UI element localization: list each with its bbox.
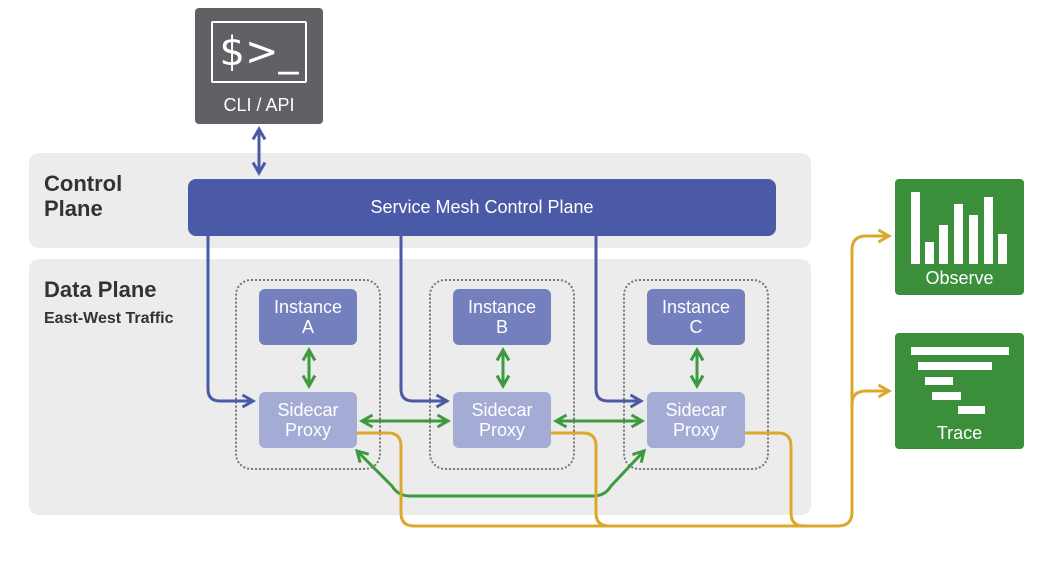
cli-api-label: CLI / API [223,95,295,115]
control-plane-title: Control Plane [44,171,123,221]
trace-label: Trace [936,423,983,443]
telemetry-to-trace [850,383,893,406]
telemetry-to-observe [850,228,893,512]
terminal-icon: $>_ [211,21,307,83]
trace-waterfall-icon [911,347,1009,414]
observe-label: Observe [925,268,994,288]
data-plane-title: Data Plane [44,277,157,302]
trace-tool: Trace [895,333,1024,449]
cli-api-box: $>_ CLI / API [195,8,323,124]
service-mesh-control-plane: Service Mesh Control Plane [188,179,776,236]
data-plane-subtitle: East-West Traffic [44,310,174,327]
bar-chart-icon [911,192,1007,264]
observe-tool: Observe [895,179,1024,295]
terminal-prompt: $>_ [219,29,299,75]
